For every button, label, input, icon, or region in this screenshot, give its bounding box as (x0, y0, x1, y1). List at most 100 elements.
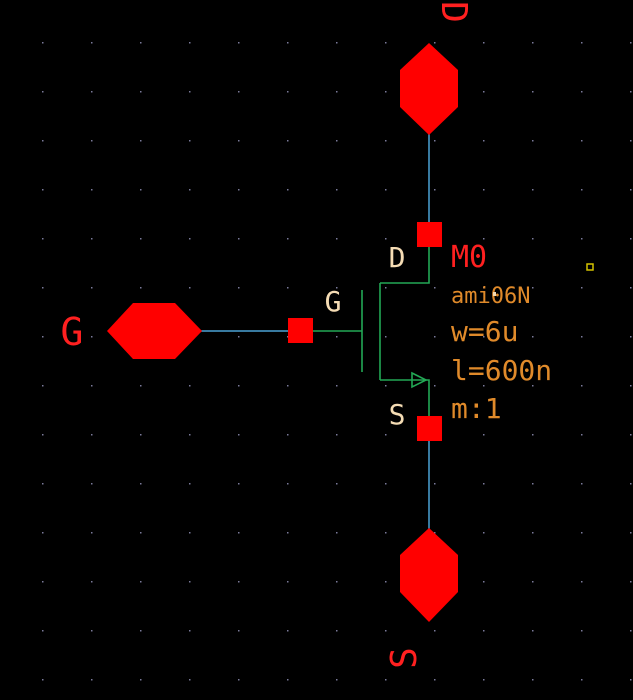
grid-dot (287, 532, 289, 534)
grid-dot (532, 679, 534, 681)
terminal-source[interactable] (400, 528, 458, 622)
grid-dot (434, 336, 436, 338)
grid-dot (483, 434, 485, 436)
grid-dot (581, 532, 583, 534)
grid-dot (336, 385, 338, 387)
grid-dot (385, 630, 387, 632)
grid-dot (42, 42, 44, 44)
pin-gate[interactable] (288, 318, 313, 343)
grid-dot (287, 42, 289, 44)
terminal-label-drain: D (433, 1, 474, 23)
grid-dot (532, 581, 534, 583)
grid-dot (140, 91, 142, 93)
grid-dot (91, 140, 93, 142)
grid-dot (385, 483, 387, 485)
grid-dot (483, 91, 485, 93)
grid-dot (336, 581, 338, 583)
grid-dot (238, 140, 240, 142)
grid-dot (42, 581, 44, 583)
pin-drain[interactable] (417, 222, 442, 247)
grid-dot (483, 336, 485, 338)
grid-dot (434, 287, 436, 289)
grid-dot (483, 238, 485, 240)
grid-dot (385, 434, 387, 436)
instance-model[interactable]: ami06N (451, 284, 530, 309)
grid-dot (91, 336, 93, 338)
grid-dot (336, 287, 338, 289)
grid-dot (434, 385, 436, 387)
grid-dot (91, 434, 93, 436)
grid-dot (385, 679, 387, 681)
instance-name[interactable]: M0 (451, 240, 487, 275)
terminal-label-source: S (384, 647, 425, 669)
instance-multiplier[interactable]: m:1 (451, 392, 502, 425)
grid-dot (483, 385, 485, 387)
pin-source[interactable] (417, 416, 442, 441)
grid-dot (287, 287, 289, 289)
grid-dot (140, 385, 142, 387)
grid-dot (287, 679, 289, 681)
grid-dot (581, 238, 583, 240)
drain-lead (380, 235, 430, 284)
grid-dot (336, 238, 338, 240)
grid-dot (630, 287, 632, 289)
grid-dot (630, 336, 632, 338)
grid-dot (238, 630, 240, 632)
grid-dot (581, 483, 583, 485)
grid-dot (42, 630, 44, 632)
grid-dot (385, 238, 387, 240)
instance-width[interactable]: w=6u (451, 315, 518, 348)
grid-dot (238, 189, 240, 191)
grid-dot (91, 91, 93, 93)
grid-dot (434, 189, 436, 191)
grid-dot (532, 140, 534, 142)
grid-dot (434, 483, 436, 485)
grid-dot (630, 483, 632, 485)
grid-dot (581, 42, 583, 44)
grid-dot (385, 189, 387, 191)
grid-dot (630, 91, 632, 93)
grid-dot (385, 42, 387, 44)
terminal-drain[interactable] (400, 43, 458, 135)
grid-dot (483, 42, 485, 44)
nmos-symbol[interactable] (300, 235, 430, 429)
grid-dot (483, 189, 485, 191)
terminal-gate[interactable] (107, 303, 202, 359)
grid-dot (91, 238, 93, 240)
grid-dot (385, 140, 387, 142)
grid-dot (91, 679, 93, 681)
grid-dot (238, 91, 240, 93)
grid-dot (483, 287, 485, 289)
grid-dot (287, 91, 289, 93)
grid-dot (581, 581, 583, 583)
selection-marker-icon (586, 263, 594, 271)
grid-dot (630, 581, 632, 583)
grid-dot (287, 336, 289, 338)
grid-dot (238, 679, 240, 681)
grid-dot (434, 140, 436, 142)
grid-dot (189, 483, 191, 485)
grid-dot (434, 630, 436, 632)
grid-dot (42, 532, 44, 534)
grid-dot (630, 140, 632, 142)
grid-dot (91, 189, 93, 191)
grid-dot (630, 189, 632, 191)
grid-dot (140, 532, 142, 534)
grid-dot (385, 287, 387, 289)
grid-dot (385, 91, 387, 93)
grid-dot (532, 434, 534, 436)
grid-dot (189, 581, 191, 583)
grid-dot (189, 287, 191, 289)
grid-dot (238, 532, 240, 534)
grid-dot (91, 483, 93, 485)
instance-length[interactable]: l=600n (451, 354, 552, 387)
grid-dot (189, 385, 191, 387)
grid-dot (42, 189, 44, 191)
grid-dot (238, 434, 240, 436)
grid-dot (434, 42, 436, 44)
grid-dot (581, 140, 583, 142)
grid-dot (189, 679, 191, 681)
grid-dot (336, 532, 338, 534)
grid-dot (140, 679, 142, 681)
